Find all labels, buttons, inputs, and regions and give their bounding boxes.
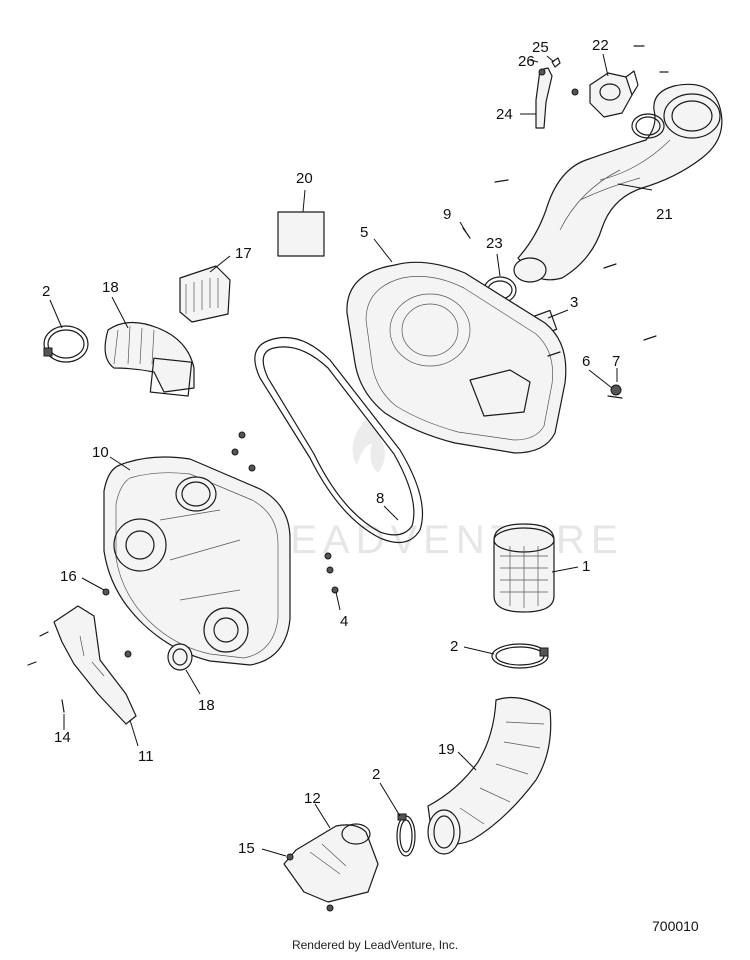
callout-6: 6	[582, 353, 590, 370]
callout-14: 15	[238, 840, 255, 857]
part-15-nut	[102, 588, 110, 596]
callout-21: 21	[656, 206, 673, 223]
callout-22: 22	[592, 37, 609, 54]
callout-1: 1	[582, 558, 590, 575]
callout-2-left: 2	[42, 283, 50, 300]
leader-lines	[49, 53, 653, 857]
part-1-filter	[493, 523, 555, 613]
part-clamp-21	[631, 113, 665, 139]
callout-12: 12	[304, 790, 321, 807]
watermark: LEADVENTURE	[262, 420, 624, 562]
part-13-bolt	[61, 699, 65, 713]
callout-3: 3	[570, 294, 578, 311]
callout-10: 10	[92, 444, 109, 461]
callout-9: 9	[443, 206, 451, 223]
callout-4: 4	[340, 613, 348, 630]
callout-19: 19	[438, 741, 455, 758]
part-14-screw	[286, 853, 334, 912]
callout-26: 26	[518, 53, 535, 70]
part-6-7-fasteners	[607, 384, 623, 399]
diagram-id: 700010	[652, 918, 699, 934]
part-2-clamp-center	[491, 643, 549, 669]
part-11-bracket	[27, 605, 137, 725]
part-16-vent	[179, 265, 231, 323]
callout-7: 7	[612, 353, 620, 370]
callout-24: 24	[496, 106, 513, 123]
small-bolts-right	[462, 45, 669, 357]
callout-11: 11	[138, 748, 154, 765]
part-17-duct	[104, 321, 195, 397]
watermark-text: LEADVENTURE	[262, 518, 624, 562]
callout-17: 18	[102, 279, 119, 296]
callout-8: 8	[376, 490, 384, 507]
callout-15: 16	[60, 568, 77, 585]
part-5-outer-cover	[346, 261, 567, 454]
callout-13: 14	[54, 729, 71, 746]
footer-text: Rendered by LeadVenture, Inc.	[291, 938, 459, 952]
part-8-belt	[254, 336, 423, 544]
part-19-duct	[427, 697, 552, 855]
callout-23: 23	[486, 235, 503, 252]
part-20-label	[277, 211, 325, 257]
callout-5: 5	[360, 224, 368, 241]
callout-labels: 26 25 22 24 21 9 23 3 5 6 7 20 17 18 2 8…	[42, 37, 673, 857]
part-12-intake	[283, 823, 379, 903]
callout-20: 20	[296, 170, 313, 187]
callout-25: 25	[532, 39, 549, 56]
callout-16: 17	[235, 245, 252, 262]
part-24-bracket	[535, 57, 561, 129]
part-2-clamp-bottom	[396, 813, 416, 857]
part-22-flange	[589, 70, 639, 118]
part-21-inlet-duct	[513, 83, 723, 283]
callout-2-center: 2	[450, 638, 458, 655]
part-18-seal	[167, 643, 193, 671]
part-2-clamp-left	[43, 325, 89, 363]
callout-2-bottom: 2	[372, 766, 380, 783]
callout-18: 18	[198, 697, 215, 714]
part-10-inner-cover	[103, 456, 291, 666]
